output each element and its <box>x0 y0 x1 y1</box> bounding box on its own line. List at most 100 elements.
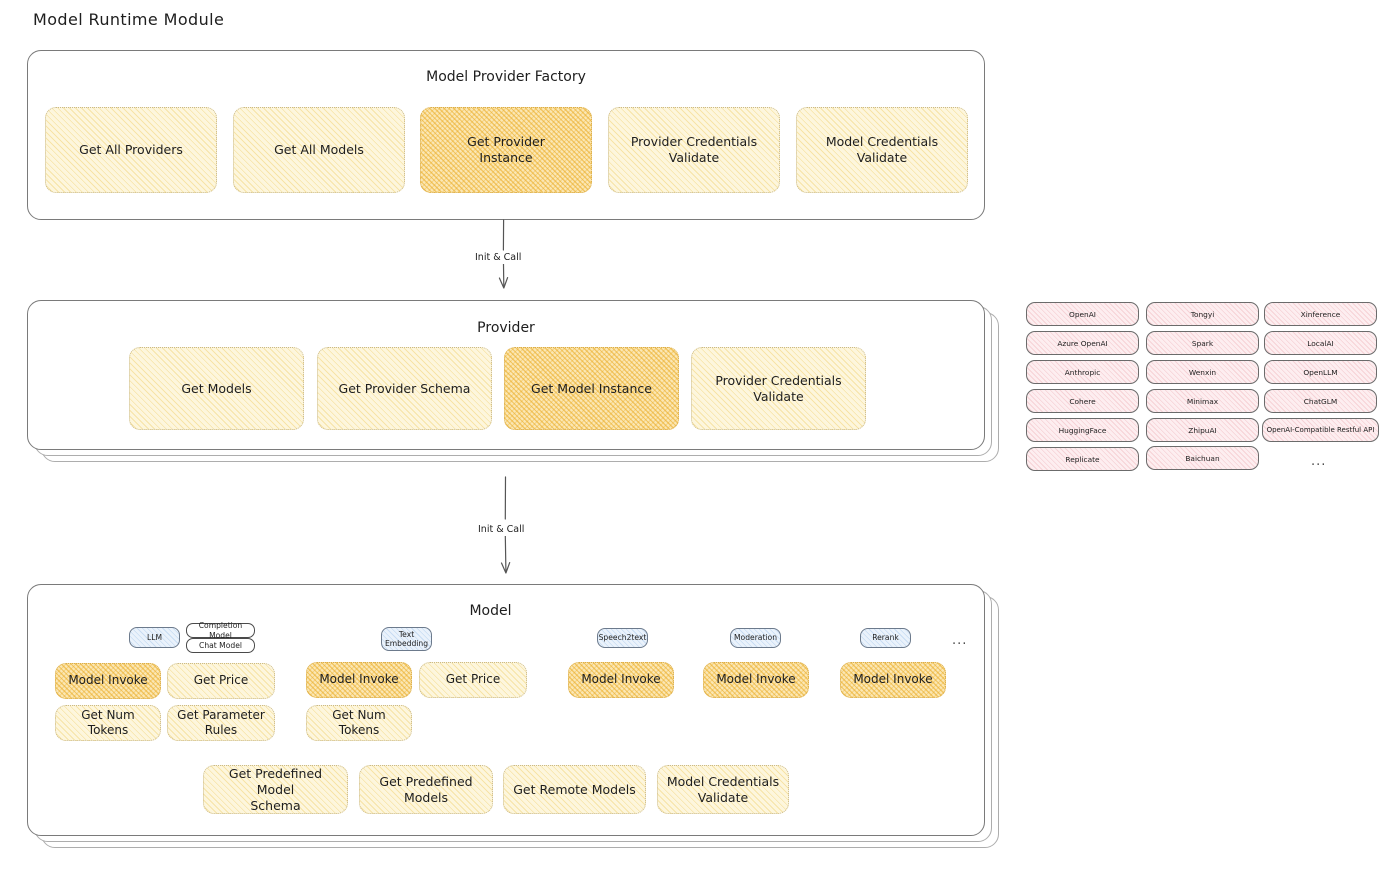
provider-box-label: Get Model Instance <box>531 380 652 396</box>
provider-list-ellipsis: ... <box>1311 454 1327 469</box>
provider-tag-xinference[interactable]: Xinference <box>1264 302 1377 326</box>
provider-tag-baichuan[interactable]: Baichuan <box>1146 446 1259 470</box>
provider-tag-label: LocalAI <box>1307 338 1334 348</box>
model-title: Model <box>469 603 512 619</box>
model-common-get-predefined-models[interactable]: Get Predefined Models <box>359 765 493 814</box>
model-common-get-remote-models[interactable]: Get Remote Models <box>503 765 646 814</box>
provider-tag-label: Baichuan <box>1185 453 1220 463</box>
model-type-badge-speech2text[interactable]: Speech2text <box>597 628 648 648</box>
provider-tag-wenxin[interactable]: Wenxin <box>1146 360 1259 384</box>
provider-tag-label: OpenAI-Compatible Restful API <box>1266 426 1375 434</box>
provider-box-get-models[interactable]: Get Models <box>129 347 304 430</box>
model-type-badge-label: Rerank <box>872 633 899 643</box>
method-label: Get Price <box>193 673 249 688</box>
model-type-badge-label: LLM <box>146 632 162 642</box>
provider-tag-label: OpenLLM <box>1303 367 1338 377</box>
provider-tag-label: Replicate <box>1065 454 1100 464</box>
model-subtype-badge-label: Chat Model <box>199 640 242 650</box>
provider-tag-openai[interactable]: OpenAI <box>1026 302 1139 326</box>
provider-tag-chatglm[interactable]: ChatGLM <box>1264 389 1377 413</box>
provider-tag-azure-openai[interactable]: Azure OpenAI <box>1026 331 1139 355</box>
factory-title: Model Provider Factory <box>426 69 586 85</box>
provider-box-provider-credentials-validate[interactable]: Provider Credentials Validate <box>691 347 866 430</box>
text-embedding-method-get-num-tokens[interactable]: Get Num Tokens <box>306 705 412 741</box>
provider-tag-label: HuggingFace <box>1058 425 1107 435</box>
provider-tag-label: Wenxin <box>1188 367 1217 377</box>
method-label: Model Invoke <box>853 672 933 687</box>
provider-tag-label: Minimax <box>1186 396 1219 406</box>
model-type-badge-text-embedding[interactable]: Text Embedding <box>381 627 432 651</box>
provider-tag-openllm[interactable]: OpenLLM <box>1264 360 1377 384</box>
speech2text-method-model-invoke[interactable]: Model Invoke <box>568 662 674 698</box>
provider-tag-zhipuai[interactable]: ZhipuAI <box>1146 418 1259 442</box>
model-common-get-predefined-model-schema[interactable]: Get Predefined Model Schema <box>203 765 348 814</box>
method-label: Model Credentials Validate <box>666 773 780 805</box>
factory-box-get-all-providers[interactable]: Get All Providers <box>45 107 217 193</box>
factory-box-label: Get All Providers <box>79 142 183 157</box>
provider-tag-label: ChatGLM <box>1303 396 1338 406</box>
rerank-method-model-invoke[interactable]: Model Invoke <box>840 662 946 698</box>
factory-box-get-all-models[interactable]: Get All Models <box>233 107 405 193</box>
method-label: Model Invoke <box>581 672 661 687</box>
arrow-provider-to-model <box>500 476 511 574</box>
provider-tag-spark[interactable]: Spark <box>1146 331 1259 355</box>
factory-box-model-credentials-validate[interactable]: Model Credentials Validate <box>796 107 968 193</box>
method-label: Get Parameter Rules <box>177 707 265 737</box>
model-type-badge-label: Text Embedding <box>384 629 429 648</box>
factory-box-label: Get Provider Instance <box>467 134 545 165</box>
provider-tag-cohere[interactable]: Cohere <box>1026 389 1139 413</box>
provider-tag-label: Spark <box>1191 338 1214 348</box>
provider-tag-label: Tongyi <box>1190 309 1215 319</box>
llm-method-get-num-tokens[interactable]: Get Num Tokens <box>55 705 161 741</box>
provider-box-label: Get Models <box>181 380 252 396</box>
provider-tag-label: ZhipuAI <box>1188 425 1217 435</box>
method-label: Get Num Tokens <box>332 707 386 737</box>
llm-method-get-price[interactable]: Get Price <box>167 663 275 699</box>
arrow2-label: Init & Call <box>475 523 528 536</box>
arrow1-label: Init & Call <box>472 251 525 264</box>
factory-box-label: Get All Models <box>274 142 364 157</box>
method-label: Model Invoke <box>716 672 796 687</box>
model-subtype-badge-completion-model[interactable]: Completion Model <box>186 621 255 640</box>
model-type-badge-llm[interactable]: LLM <box>129 627 180 648</box>
model-types-ellipsis: ... <box>952 633 968 648</box>
provider-tag-openai-compatible-restful-api[interactable]: OpenAI-Compatible Restful API <box>1262 418 1379 442</box>
moderation-method-model-invoke[interactable]: Model Invoke <box>703 662 809 698</box>
factory-box-get-provider-instance[interactable]: Get Provider Instance <box>420 107 592 193</box>
text-embedding-method-get-price[interactable]: Get Price <box>419 662 527 698</box>
provider-box-label: Get Provider Schema <box>338 380 471 396</box>
factory-box-label: Provider Credentials Validate <box>630 134 758 165</box>
provider-tag-localai[interactable]: LocalAI <box>1264 331 1377 355</box>
model-type-badge-rerank[interactable]: Rerank <box>860 628 911 648</box>
model-subtype-badge-chat-model[interactable]: Chat Model <box>186 638 255 653</box>
model-type-badge-label: Speech2text <box>598 633 647 643</box>
method-label: Model Invoke <box>68 673 148 688</box>
provider-tag-label: Xinference <box>1300 309 1341 319</box>
provider-tag-anthropic[interactable]: Anthropic <box>1026 360 1139 384</box>
page-title: Model Runtime Module <box>33 10 225 29</box>
factory-box-provider-credentials-validate[interactable]: Provider Credentials Validate <box>608 107 780 193</box>
provider-tag-label: OpenAI <box>1069 309 1096 319</box>
provider-tag-label: Azure OpenAI <box>1057 338 1108 348</box>
llm-method-get-parameter-rules[interactable]: Get Parameter Rules <box>167 705 275 741</box>
method-label: Get Predefined Model Schema <box>228 765 323 813</box>
provider-box-get-model-instance[interactable]: Get Model Instance <box>504 347 679 430</box>
model-subtype-badge-label: Completion Model <box>198 621 243 640</box>
provider-tag-huggingface[interactable]: HuggingFace <box>1026 418 1139 442</box>
provider-box-label: Provider Credentials Validate <box>715 372 842 404</box>
text-embedding-method-model-invoke[interactable]: Model Invoke <box>306 662 412 698</box>
provider-tag-minimax[interactable]: Minimax <box>1146 389 1259 413</box>
model-common-model-credentials-validate[interactable]: Model Credentials Validate <box>657 765 789 814</box>
model-type-badge-moderation[interactable]: Moderation <box>730 628 781 648</box>
factory-box-label: Model Credentials Validate <box>825 134 939 165</box>
provider-tag-tongyi[interactable]: Tongyi <box>1146 302 1259 326</box>
method-label: Get Remote Models <box>513 781 636 797</box>
method-label: Get Predefined Models <box>379 773 473 805</box>
provider-box-get-provider-schema[interactable]: Get Provider Schema <box>317 347 492 430</box>
provider-tag-label: Anthropic <box>1064 367 1101 377</box>
method-label: Model Invoke <box>319 672 399 687</box>
llm-method-model-invoke[interactable]: Model Invoke <box>55 663 161 699</box>
provider-tag-replicate[interactable]: Replicate <box>1026 447 1139 471</box>
provider-tag-label: Cohere <box>1069 396 1096 406</box>
